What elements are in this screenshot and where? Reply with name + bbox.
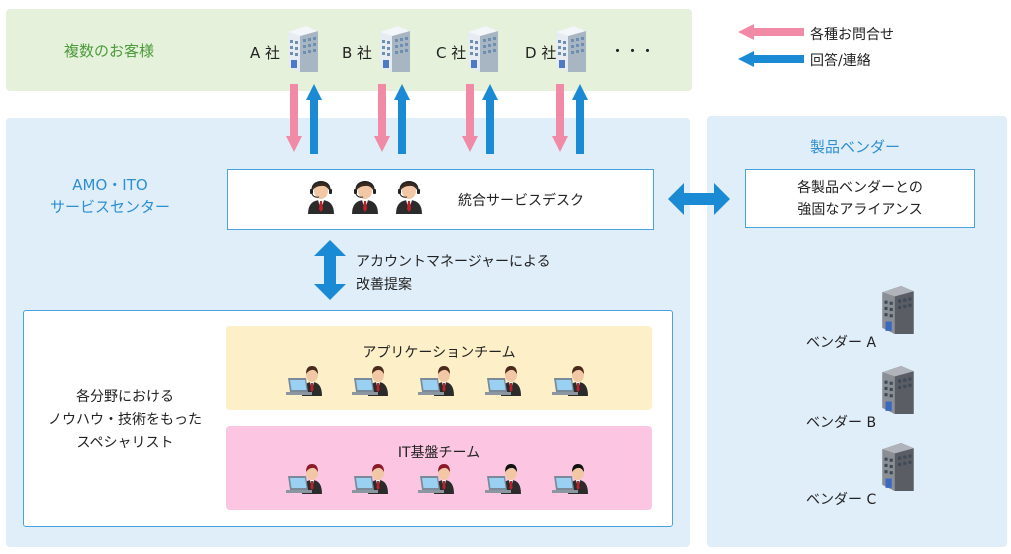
service-desk-label: 統合サービスデスク [458,193,584,209]
service-desk-box [227,169,654,230]
company-b-label: B 社 [342,44,373,62]
amo-title: AMO・ITO サービスセンター [40,174,180,218]
reply-arrow-icon [306,84,322,154]
building-icon [882,286,914,334]
building-icon [556,26,586,72]
company-d-label: D 社 [525,44,557,62]
vendor-b-label: ベンダー B [806,415,877,431]
inquiry-arrow-icon [552,84,568,152]
vendor-a-label: ベンダー A [806,335,877,351]
inquiry-arrow-legend-icon [738,24,804,40]
alliance-line2: 強固なアライアンス [797,202,923,218]
manager-line2: 改善提案 [356,277,412,293]
vendor-title: 製品ベンダー [809,138,900,156]
communication-arrows [286,84,588,154]
engineer-laptop-icon [552,462,592,494]
reply-arrow-icon [482,84,498,154]
building-icon [288,26,318,72]
operator-headset-icon [350,180,380,214]
operator-headset-icon [306,180,336,214]
engineer-laptop-icon [552,364,592,396]
more-companies-ellipsis: ・・・ [610,42,656,60]
company-c-label: C 社 [436,44,467,62]
specialist-line2: ノウハウ・技術をもった [48,412,202,428]
inquiry-arrow-icon [374,84,390,152]
vertical-double-arrow-icon [314,240,346,300]
reply-arrow-icon [572,84,588,154]
amo-title-line1: AMO・ITO [72,176,148,194]
engineer-laptop-icon [485,462,525,494]
engineer-laptop-icon [352,462,392,494]
engineer-laptop-icon [418,462,458,494]
engineer-laptop-icon [485,364,525,396]
inquiry-arrow-icon [286,84,302,152]
double-arrow-icon [668,183,730,215]
legend-reply-label: 回答/連絡 [810,53,871,69]
vendor-c-label: ベンダー C [806,492,877,508]
legend-inquiry-label: 各種お問合せ [810,27,894,43]
building-icon [380,26,410,72]
manager-line1: アカウントマネージャーによる [356,254,551,270]
engineer-laptop-icon [352,364,392,396]
amo-title-line2: サービスセンター [49,198,170,216]
specialist-line3: スペシャリスト [76,435,174,451]
building-icon [882,366,914,414]
account-manager-text: アカウントマネージャーによる 改善提案 [356,251,551,297]
application-team-label: アプリケーションチーム [362,345,516,361]
alliance-box: 各製品ベンダーとの 強固なアライアンス [745,169,975,228]
specialist-line1: 各分野における [76,389,174,405]
reply-arrow-icon [394,84,410,154]
customers-label: 複数のお客様 [64,42,155,60]
alliance-line1: 各製品ベンダーとの [797,180,923,196]
specialist-text: 各分野における ノウハウ・技術をもった スペシャリスト [40,386,210,455]
building-icon [468,26,498,72]
company-a-label: A 社 [250,44,281,62]
building-icon [882,443,914,491]
reply-arrow-legend-icon [738,51,804,67]
it-team-label: IT基盤チーム [397,445,481,461]
engineer-laptop-icon [418,364,458,396]
engineer-laptop-icon [286,364,326,396]
engineer-laptop-icon [286,462,326,494]
inquiry-arrow-icon [462,84,478,152]
operator-headset-icon [394,180,424,214]
